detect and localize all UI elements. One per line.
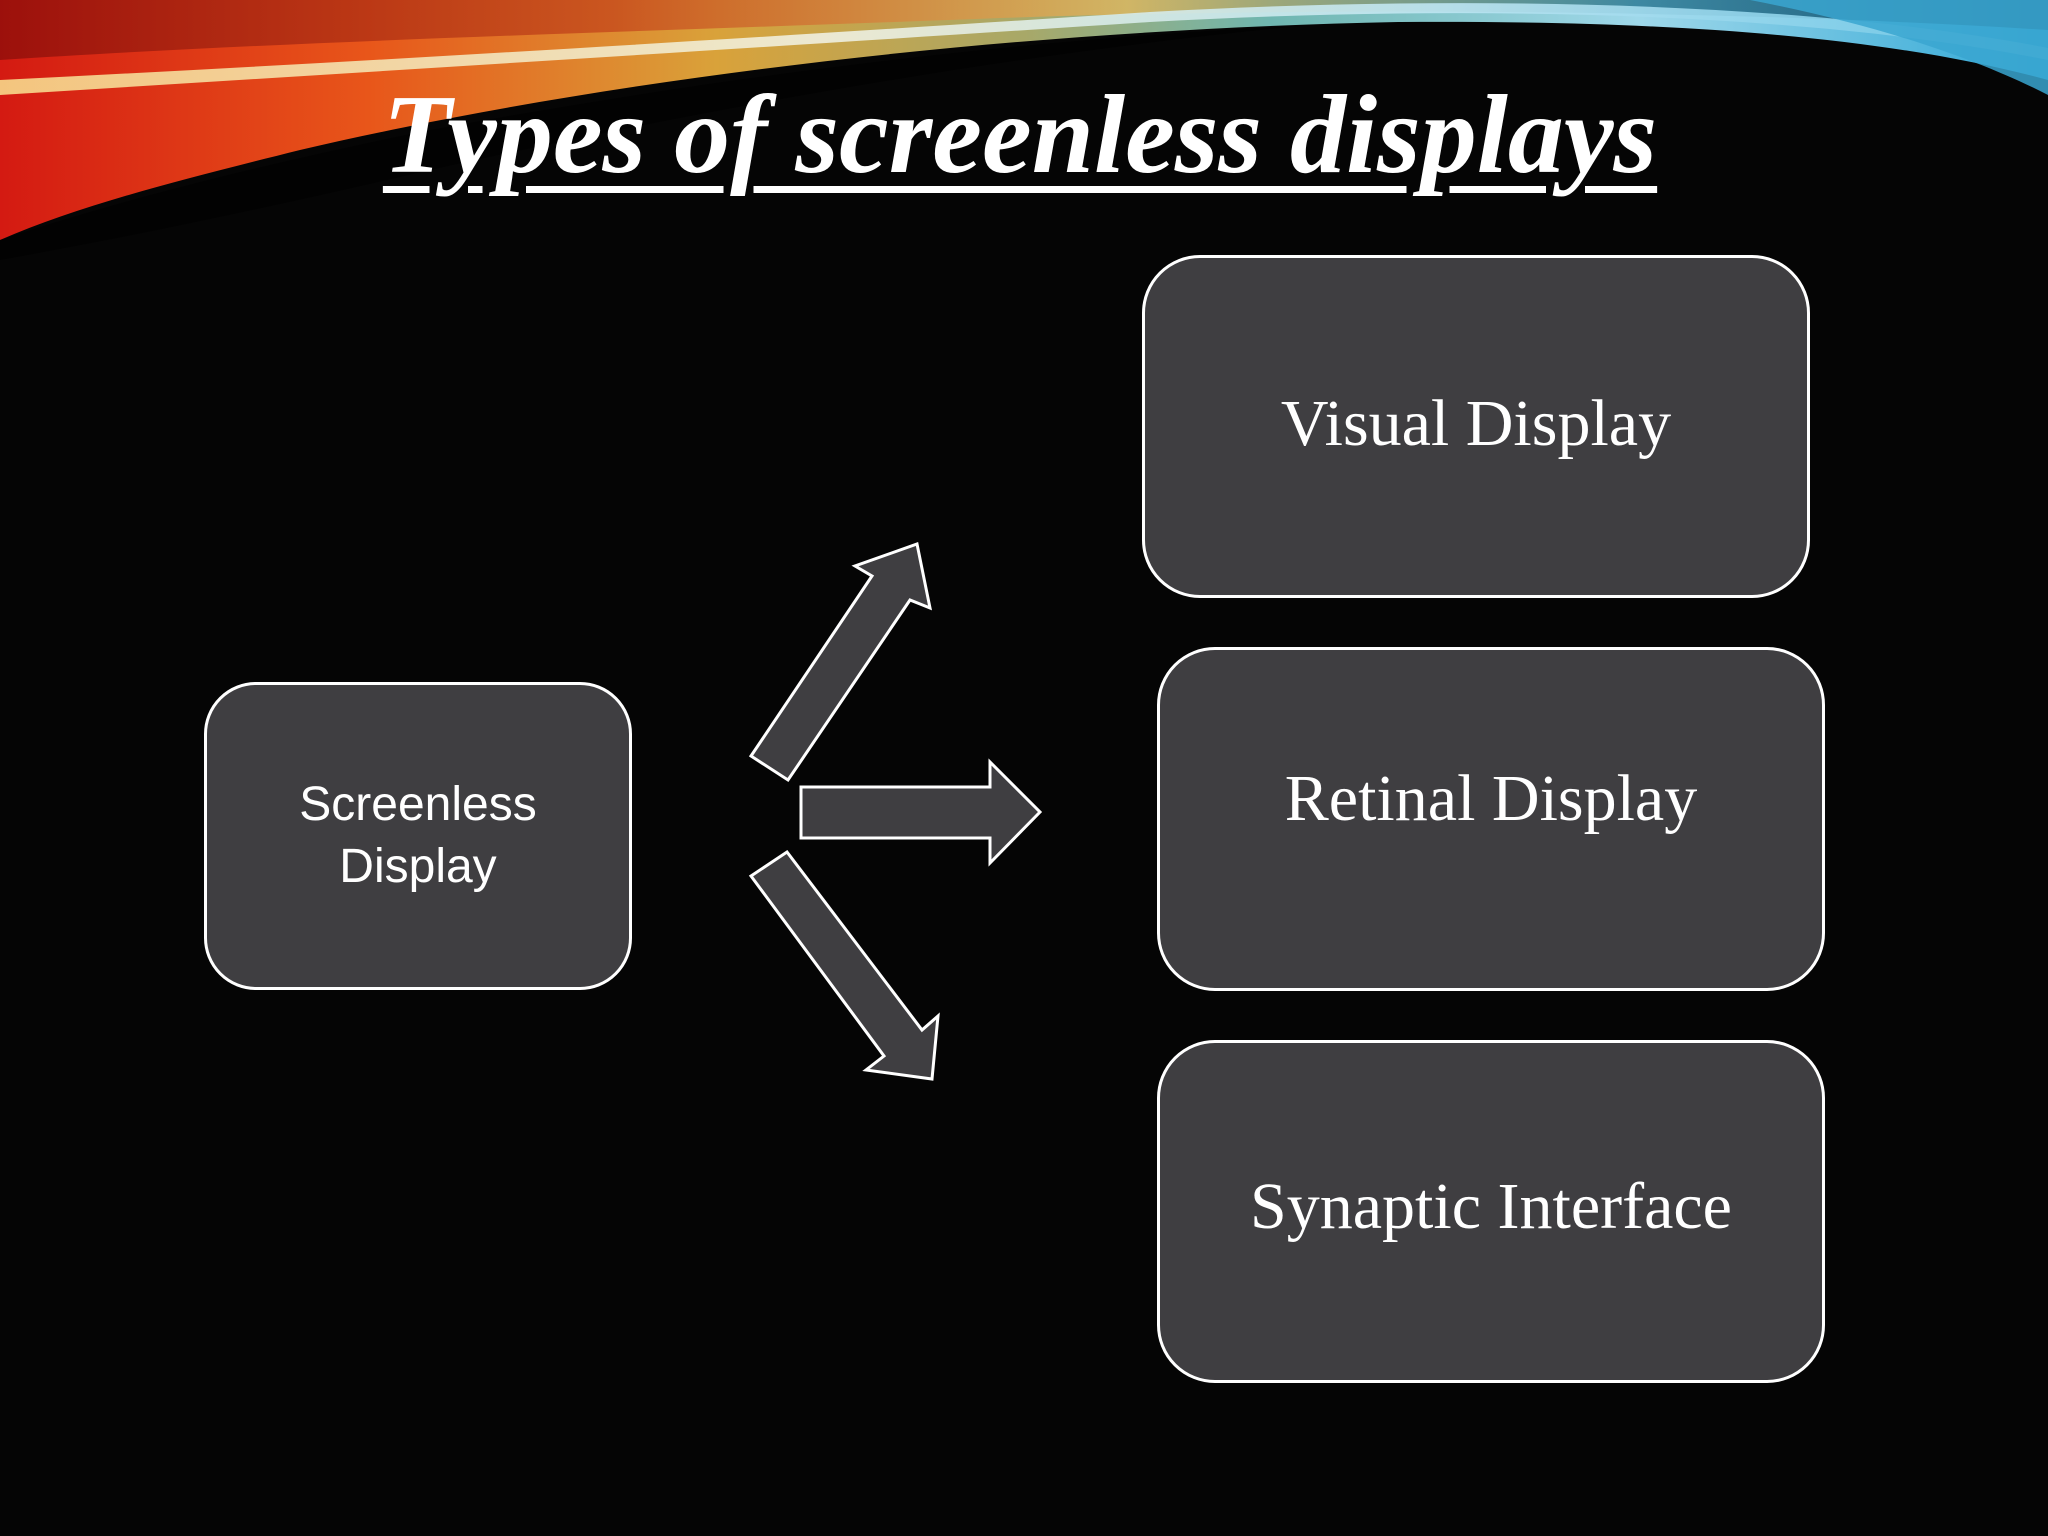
visual-display-box: Visual Display [1142,255,1810,598]
source-label-line2: Display [339,840,497,893]
slide-title: Types of screenless displays [382,73,1658,197]
source-label-line1: Screenless [299,778,537,831]
retinal-display-label: Retinal Display [1284,762,1698,835]
swoosh-tail-right [1750,0,2048,95]
visual-display-label: Visual Display [1280,386,1672,460]
synaptic-interface-box: Synaptic Interface [1157,1040,1825,1383]
arrow-up-right-icon [748,542,933,783]
decorative-swoosh [0,0,2048,260]
swoosh-band-dark [0,0,2048,60]
arrow-right-icon [799,758,1043,867]
synaptic-interface-label: Synaptic Interface [1250,1169,1732,1243]
screenless-display-box: Screenless Display [204,682,632,990]
retinal-display-box: Retinal Display [1157,647,1825,991]
swoosh-band-light [0,3,2048,95]
arrow-down-right-icon [748,849,940,1081]
